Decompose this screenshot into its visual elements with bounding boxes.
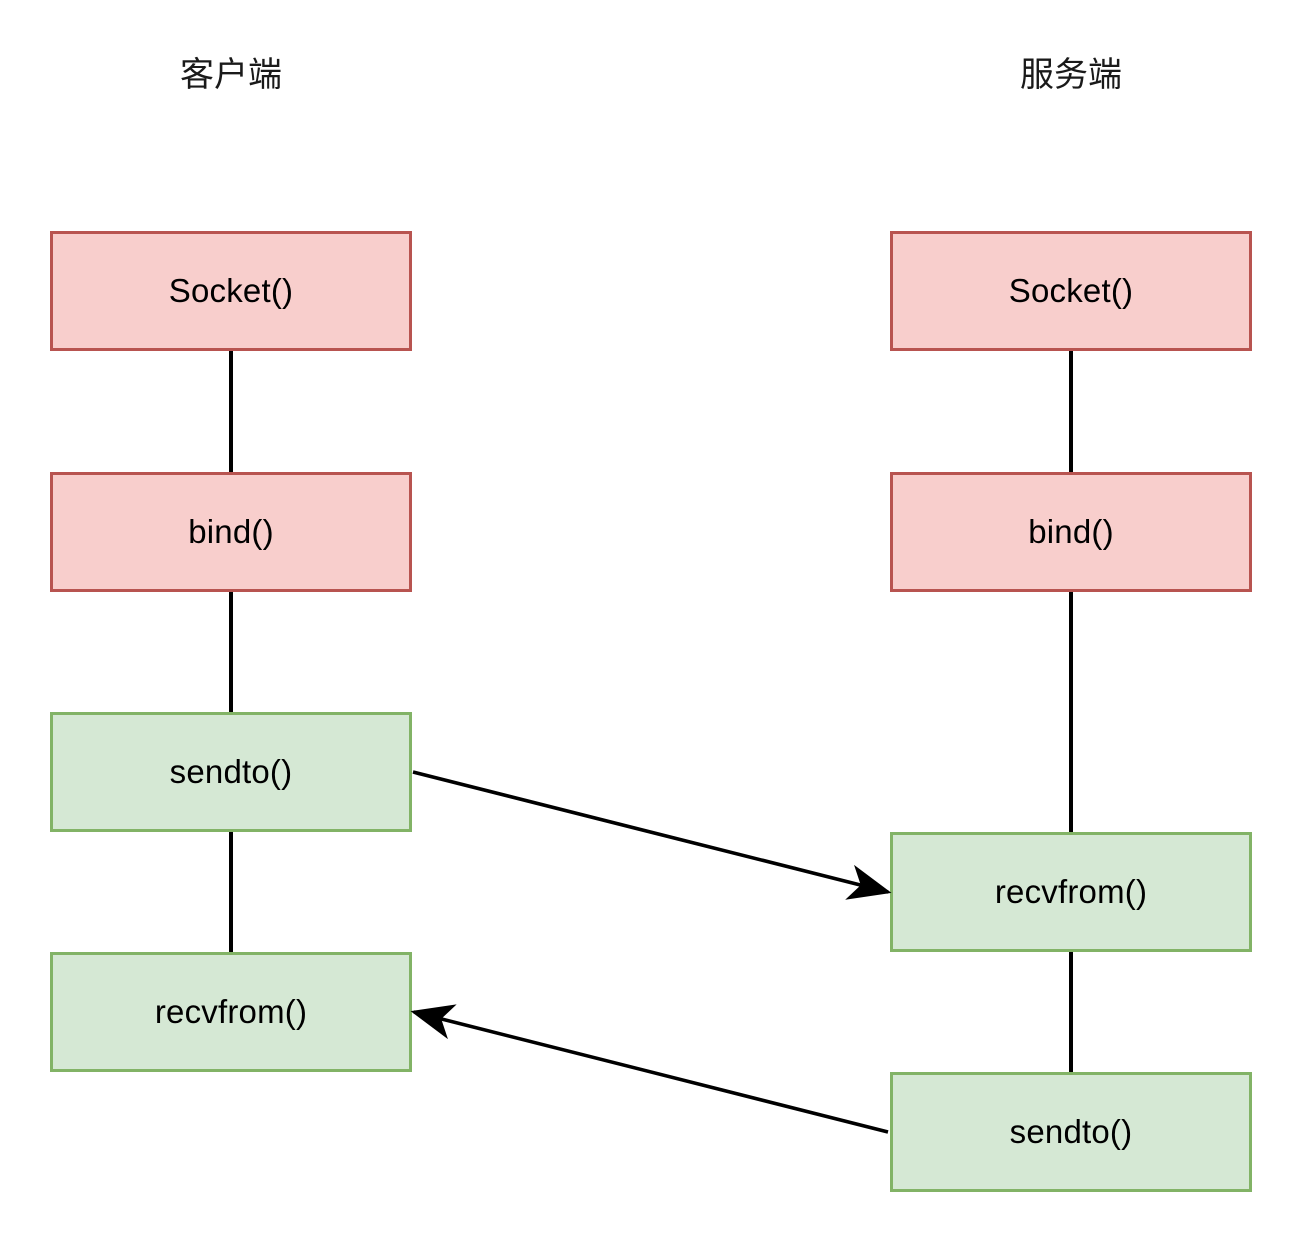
- connector-client-bind-sendto: [229, 592, 233, 712]
- node-server-recvfrom[interactable]: recvfrom(): [890, 832, 1252, 952]
- node-server-socket[interactable]: Socket(): [890, 231, 1252, 351]
- column-header-client: 客户端: [180, 55, 282, 95]
- connector-client-socket-bind: [229, 351, 233, 472]
- connector-server-bind-recvfrom: [1069, 592, 1073, 832]
- column-header-server: 服务端: [1020, 55, 1122, 95]
- connector-client-sendto-recvfrom: [229, 832, 233, 952]
- connector-server-recvfrom-sendto: [1069, 952, 1073, 1072]
- connector-server-socket-bind: [1069, 351, 1073, 472]
- arrow-server-sendto-to-client-recvfrom: [410, 1004, 889, 1134]
- arrow-client-sendto-to-server-recvfrom: [412, 770, 892, 900]
